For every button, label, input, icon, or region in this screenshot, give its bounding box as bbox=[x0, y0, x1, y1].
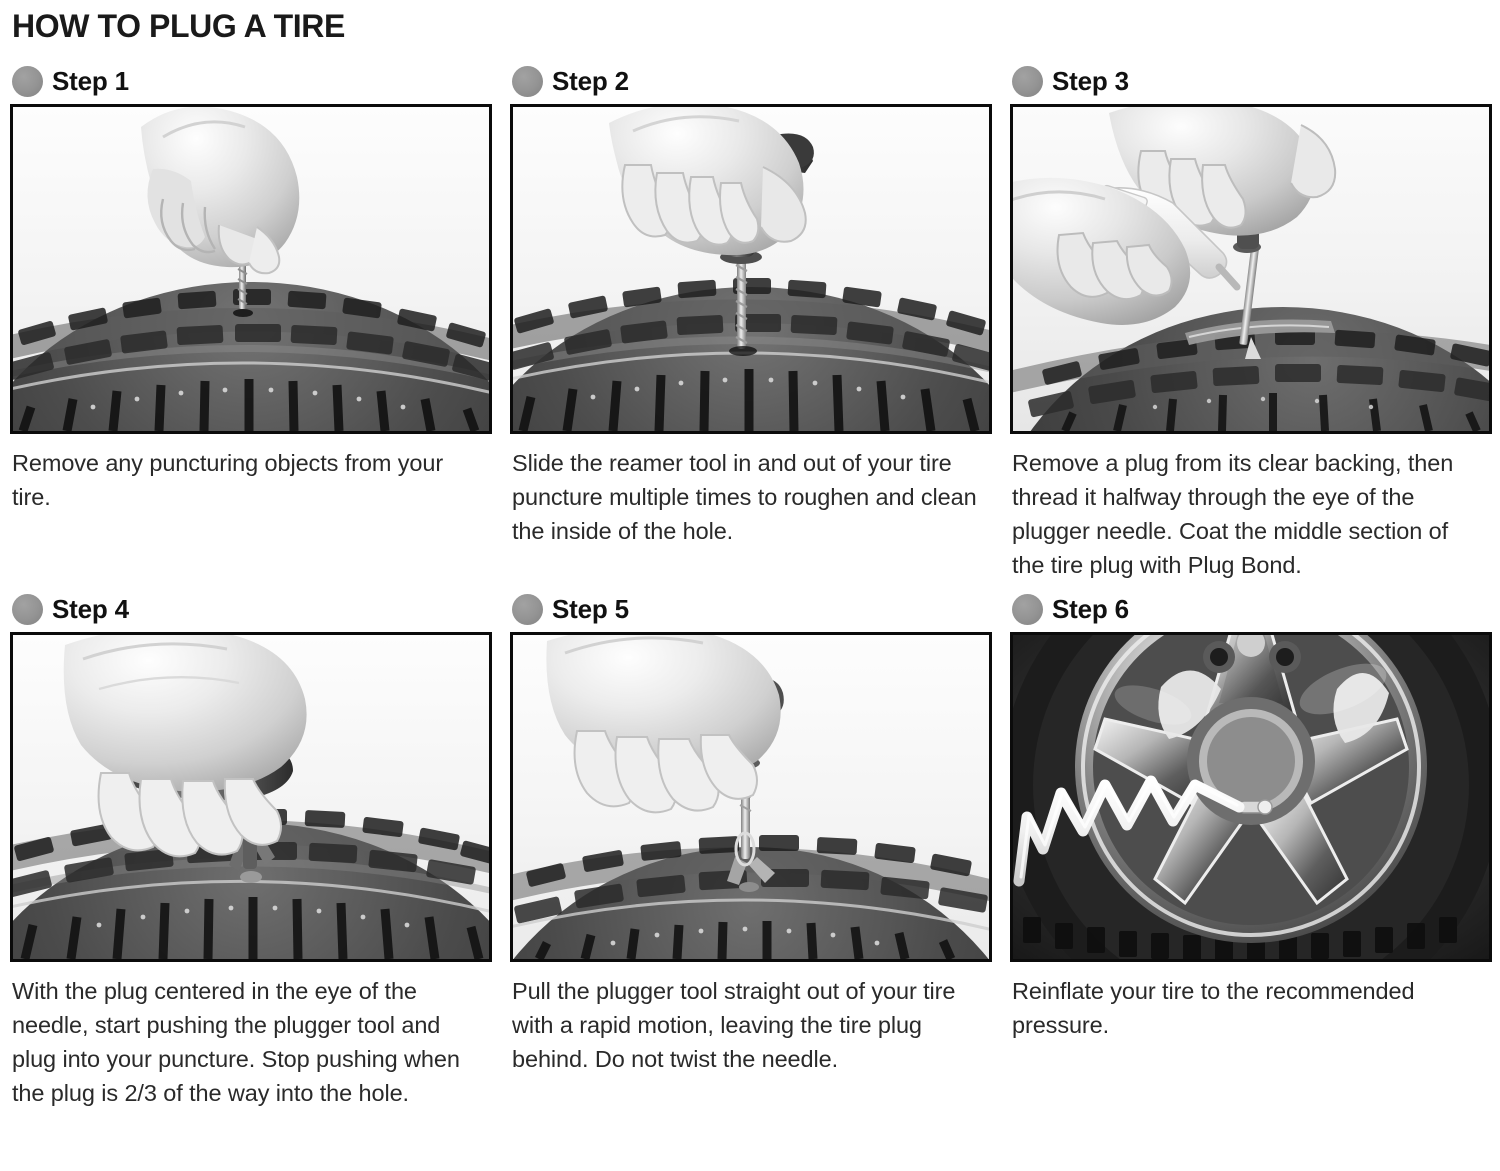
step-photo-3 bbox=[1010, 104, 1492, 434]
step-header-6: Step 6 bbox=[1010, 586, 1492, 632]
step-label-4: Step 4 bbox=[52, 594, 129, 624]
step-header-4: Step 4 bbox=[10, 586, 492, 632]
step-caption-1: Remove any puncturing objects from your … bbox=[12, 450, 444, 510]
step-bullet-icon bbox=[12, 65, 43, 97]
step-caption-5: Pull the plugger tool straight out of yo… bbox=[512, 978, 956, 1072]
step-caption-3: Remove a plug from its clear backing, th… bbox=[1012, 450, 1454, 578]
hand-illustration-left bbox=[1013, 177, 1191, 325]
step-caption-6: Reinflate your tire to the recommended p… bbox=[1012, 978, 1415, 1038]
step-cell-5: Step 5 bbox=[510, 586, 992, 1110]
plugger-pull-illustration bbox=[513, 635, 989, 959]
hand-illustration bbox=[63, 635, 307, 858]
step-cell-4: Step 4 bbox=[10, 586, 492, 1110]
air-hose-highlight bbox=[1019, 777, 1239, 879]
hand-illustration bbox=[609, 107, 807, 256]
reamer-tool-illustration bbox=[513, 107, 989, 431]
step-bullet-icon bbox=[1012, 65, 1043, 97]
step-header-5: Step 5 bbox=[510, 586, 992, 632]
step-photo-2 bbox=[510, 104, 992, 434]
step-photo-1 bbox=[10, 104, 492, 434]
step-caption-2: Slide the reamer tool in and out of your… bbox=[512, 450, 977, 544]
step-cell-6: Step 6 bbox=[1010, 586, 1492, 1110]
steps-grid: Step 1 bbox=[8, 58, 1492, 1110]
tire-screw-illustration bbox=[13, 107, 489, 431]
plugger-push-illustration bbox=[13, 635, 489, 959]
wheel-inflate-illustration: ECO DYNA 205/55R16 91V bbox=[1013, 635, 1489, 959]
step-photo-4 bbox=[10, 632, 492, 962]
step-header-1: Step 1 bbox=[10, 58, 492, 104]
step-cell-2: Step 2 bbox=[510, 58, 992, 582]
hand-illustration bbox=[141, 107, 300, 275]
step-header-3: Step 3 bbox=[1010, 58, 1492, 104]
step-header-2: Step 2 bbox=[510, 58, 992, 104]
lug-nuts bbox=[1203, 635, 1301, 673]
reamer-shaft bbox=[735, 257, 748, 349]
step-cell-3: Step 3 bbox=[1010, 58, 1492, 582]
hand-illustration bbox=[546, 635, 781, 814]
plug-bond-illustration bbox=[1013, 107, 1489, 431]
step-bullet-icon bbox=[512, 65, 543, 97]
step-bullet-icon bbox=[512, 593, 543, 625]
step-photo-5 bbox=[510, 632, 992, 962]
step-bullet-icon bbox=[1012, 593, 1043, 625]
step-cell-1: Step 1 bbox=[10, 58, 492, 582]
step-caption-4: With the plug centered in the eye of the… bbox=[12, 978, 460, 1106]
step-label-6: Step 6 bbox=[1052, 594, 1129, 624]
valve-stem bbox=[1238, 799, 1273, 815]
page-title: HOW TO PLUG A TIRE bbox=[12, 8, 345, 44]
step-label-2: Step 2 bbox=[552, 66, 629, 96]
step-label-1: Step 1 bbox=[52, 66, 129, 96]
step-bullet-icon bbox=[12, 593, 43, 625]
step-photo-6: ECO DYNA 205/55R16 91V bbox=[1010, 632, 1492, 962]
step-label-5: Step 5 bbox=[552, 594, 629, 624]
step-label-3: Step 3 bbox=[1052, 66, 1129, 96]
